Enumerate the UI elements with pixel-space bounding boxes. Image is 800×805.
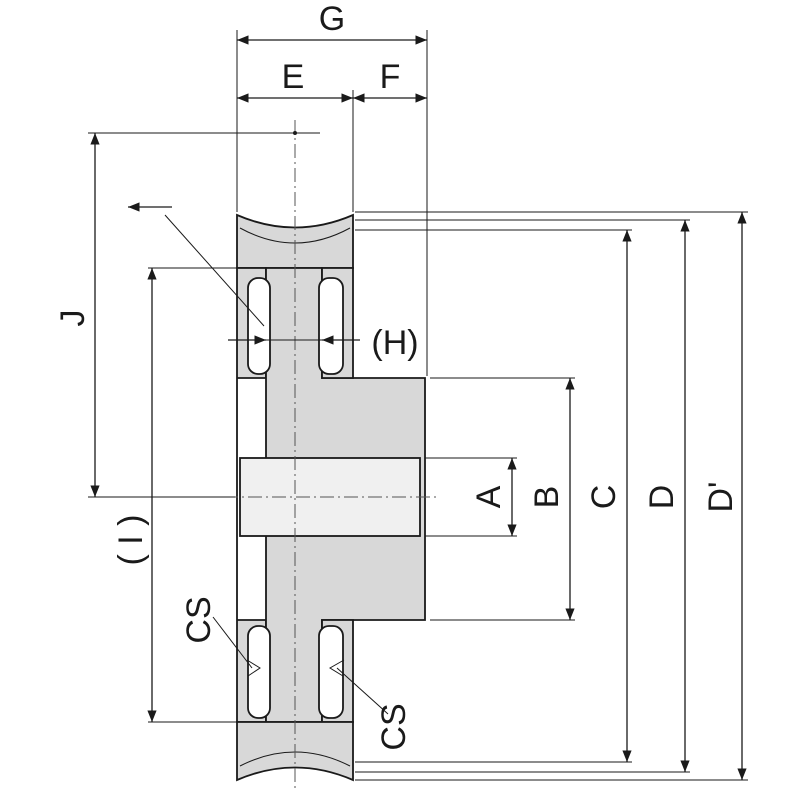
cavity-upper-right: [318, 277, 344, 375]
label-G: G: [319, 0, 345, 38]
extension-lines: [88, 30, 748, 781]
label-CS-right: CS: [375, 703, 413, 750]
label-A: A: [470, 485, 508, 508]
label-D-prime: D': [702, 481, 740, 512]
cavity-lower-left: [247, 625, 271, 719]
label-H: (H): [371, 324, 418, 362]
label-D: D: [643, 485, 681, 510]
label-E: E: [282, 58, 305, 96]
cavity-upper-left: [247, 277, 271, 375]
label-F: F: [380, 58, 401, 96]
dimension-lines: [90, 35, 747, 780]
label-B: B: [528, 486, 566, 509]
cavity-lower-right: [318, 625, 344, 719]
label-J: J: [54, 310, 92, 327]
label-CS-left: CS: [180, 596, 218, 643]
labels: G E F J (H) ( I ) A B C D D' CS CS: [54, 0, 740, 751]
label-I: ( I ): [112, 515, 150, 566]
label-C: C: [585, 485, 623, 510]
